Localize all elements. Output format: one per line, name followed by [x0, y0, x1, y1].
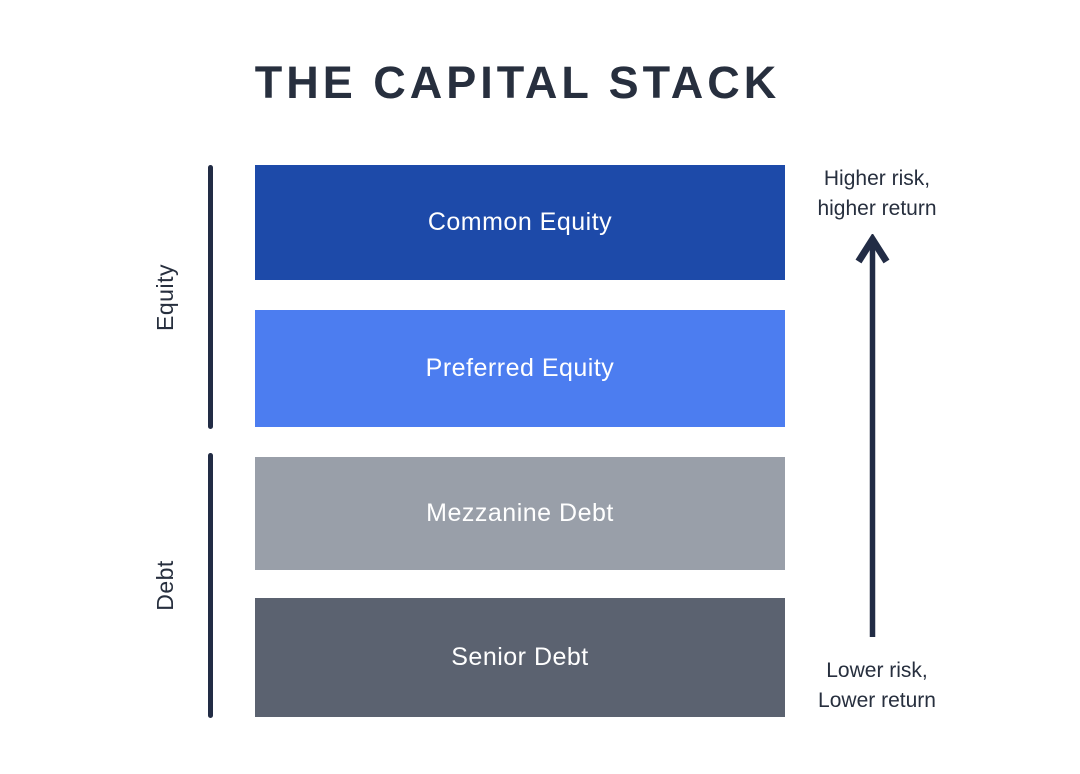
debt-group-label: Debt: [136, 453, 194, 718]
higher-risk-line1: Higher risk,: [823, 167, 931, 190]
higher-risk-line2: higher return: [817, 197, 937, 220]
layer-senior-debt-label: Senior Debt: [451, 643, 589, 671]
layer-senior-debt: Senior Debt: [255, 598, 785, 717]
page-title: THE CAPITAL STACK: [254, 57, 781, 108]
layer-common-equity-label: Common Equity: [427, 208, 613, 236]
layer-preferred-equity-label: Preferred Equity: [425, 354, 615, 382]
up-arrow-head: [855, 234, 890, 264]
lower-risk-line1: Lower risk,: [826, 659, 928, 682]
layer-common-equity: Common Equity: [255, 165, 785, 280]
lower-risk-line2: Lower return: [818, 689, 936, 712]
higher-risk-label: Higher risk, higher return: [787, 164, 967, 224]
layer-mezzanine-debt: Mezzanine Debt: [255, 457, 785, 570]
layer-preferred-equity: Preferred Equity: [255, 310, 785, 427]
debt-group-line: [208, 453, 213, 718]
debt-group-label-text: Debt: [151, 560, 178, 611]
equity-group-label: Equity: [136, 165, 194, 429]
equity-group-label-text: Equity: [151, 263, 178, 331]
lower-risk-label: Lower risk, Lower return: [787, 656, 967, 716]
up-arrow-icon: [855, 234, 890, 637]
layer-mezzanine-debt-label: Mezzanine Debt: [426, 499, 614, 527]
equity-group-line: [208, 165, 213, 429]
